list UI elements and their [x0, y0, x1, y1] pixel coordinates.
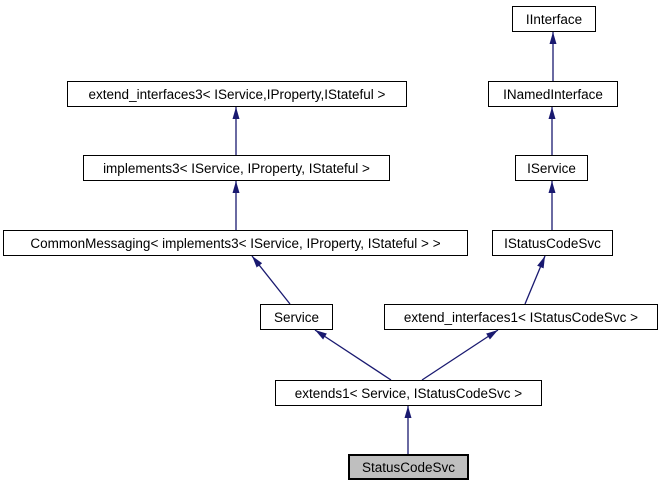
diagram-node-CommonMessaging[interactable]: CommonMessaging< implements3< IService, …	[3, 230, 468, 256]
diagram-node-extend-interfaces3[interactable]: extend_interfaces3< IService,IProperty,I…	[67, 81, 407, 107]
inheritance-arrow-extend-interfaces1-to-IStatusCodeSvc	[524, 255, 546, 305]
diagram-node-extend-interfaces1[interactable]: extend_interfaces1< IStatusCodeSvc >	[384, 304, 658, 330]
inheritance-arrow-extends1-to-Service	[314, 329, 392, 381]
diagram-node-implements3[interactable]: implements3< IService, IProperty, IState…	[83, 155, 390, 181]
diagram-node-IStatusCodeSvc[interactable]: IStatusCodeSvc	[492, 230, 613, 256]
diagram-node-StatusCodeSvc: StatusCodeSvc	[348, 454, 469, 480]
diagram-node-INamedInterface[interactable]: INamedInterface	[488, 81, 618, 107]
inheritance-arrow-extends1-to-extend-interfaces1	[421, 329, 499, 381]
inheritance-arrow-Service-to-CommonMessaging	[251, 255, 291, 305]
diagram-node-IService[interactable]: IService	[515, 155, 588, 181]
diagram-node-IInterface[interactable]: IInterface	[512, 6, 596, 32]
diagram-node-extends1[interactable]: extends1< Service, IStatusCodeSvc >	[275, 380, 542, 406]
diagram-node-Service[interactable]: Service	[260, 304, 333, 330]
